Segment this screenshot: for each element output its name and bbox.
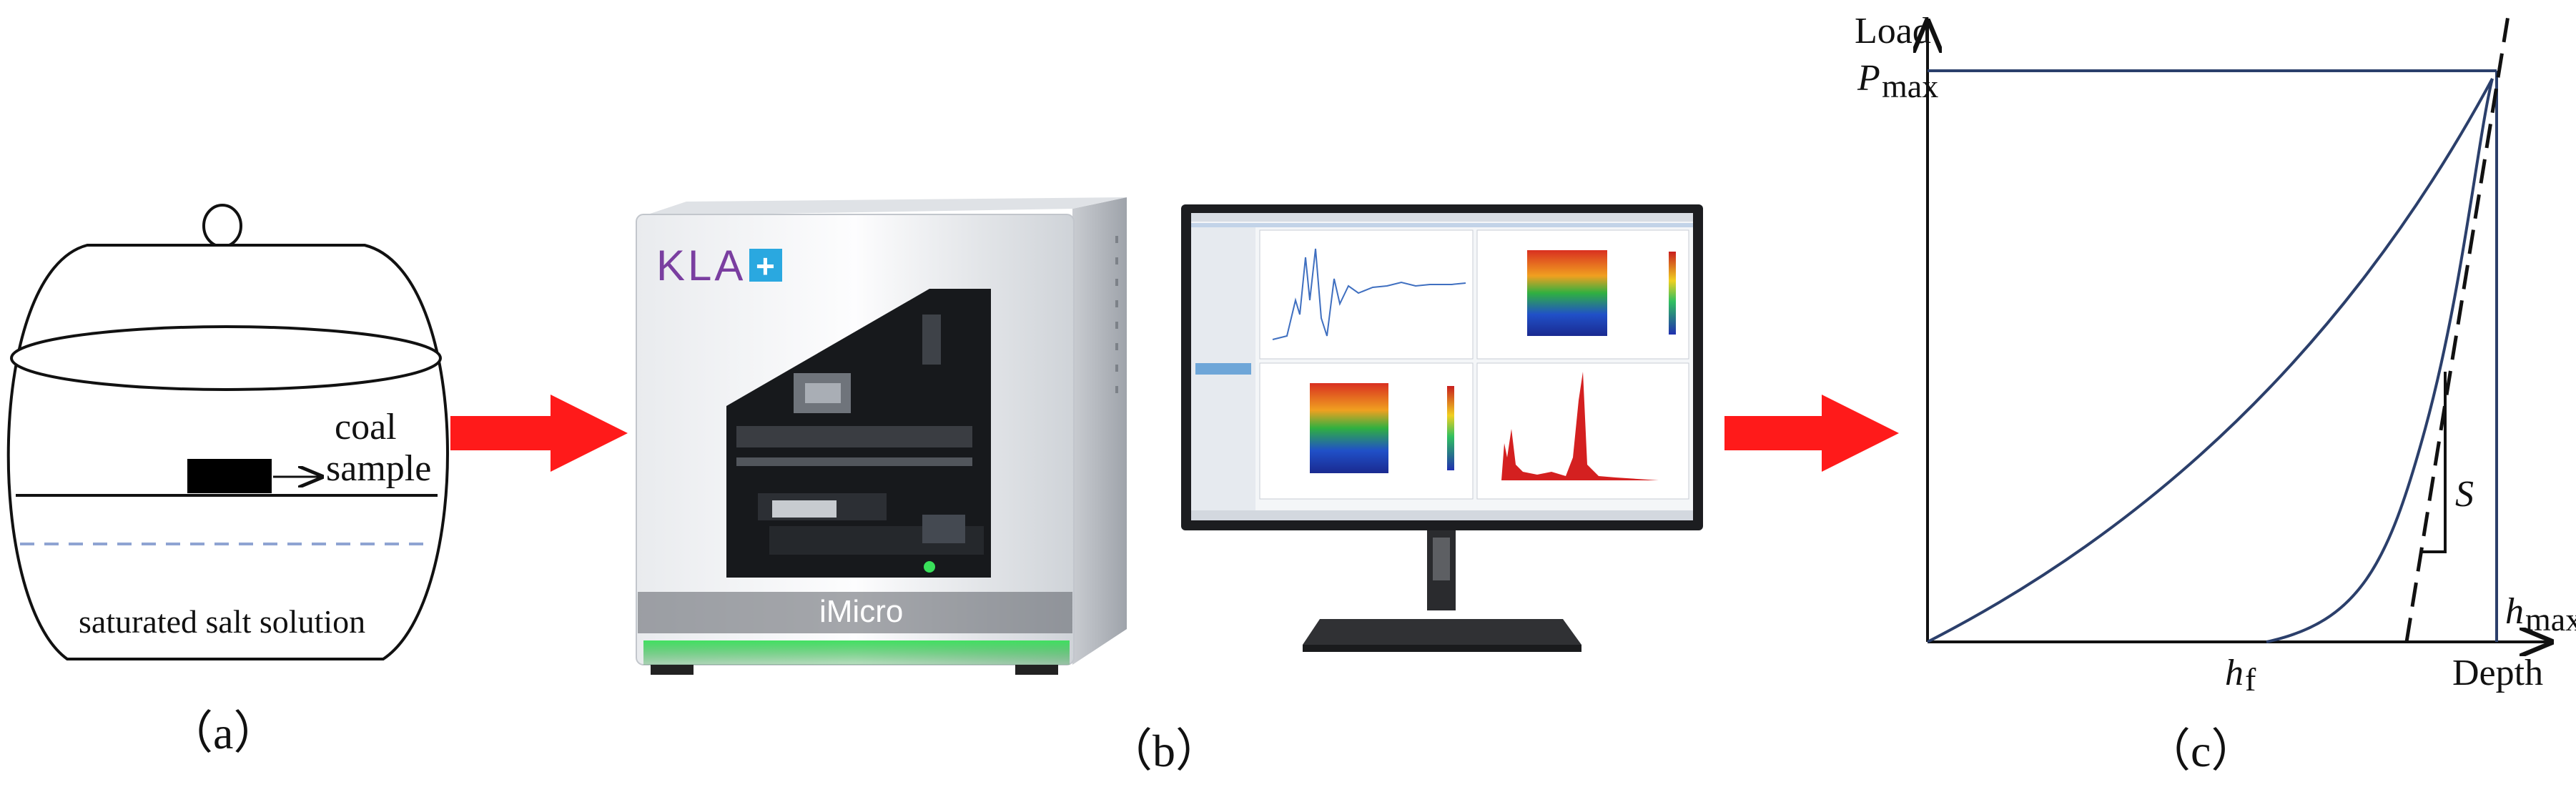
stiffness-label: S (2455, 474, 2474, 515)
svg-text:+: + (756, 247, 775, 284)
h-f-label: h (2225, 653, 2244, 693)
brand-logo-text: KLA (656, 242, 746, 289)
instrument-base-glow (643, 640, 1070, 665)
y-axis-label: Load (1855, 11, 1931, 51)
p-max-label: P (1857, 58, 1880, 99)
panel-a: coal sample saturated salt solution （a） (6, 204, 449, 758)
svg-text:f: f (2245, 661, 2256, 698)
loading-curve (1927, 78, 2494, 643)
svg-text:max: max (2525, 601, 2576, 638)
flow-arrow-1 (450, 395, 628, 472)
stiffness-triangle (2422, 372, 2447, 553)
caption-c: （c） (2145, 726, 2256, 776)
panel-b: KLA + iMicro iMicro (636, 197, 1703, 776)
h-max-label: h (2505, 591, 2524, 632)
brand-logo-mark (749, 249, 782, 282)
nanoindenter-instrument: KLA + iMicro iMicro (636, 197, 1127, 675)
desiccator-lid-rim (10, 325, 442, 391)
computer-monitor (1181, 204, 1703, 652)
caption-a: （a） (167, 708, 279, 758)
coal-label: coal (335, 407, 397, 447)
desiccator-knob (202, 204, 242, 248)
solution-label: saturated salt solution (79, 603, 365, 640)
caption-b: （b） (1107, 726, 1221, 776)
svg-text:max: max (1882, 68, 1938, 104)
unloading-curve (2266, 78, 2494, 643)
flow-arrow-2 (1724, 395, 1899, 472)
panel-c: Load P max S h max h f Depth （c） (1855, 11, 2576, 776)
svg-text:iMicro: iMicro (819, 594, 903, 629)
sample-label: sample (326, 448, 431, 489)
coal-sample (187, 459, 272, 493)
stiffness-tangent (2404, 15, 2510, 643)
x-axis-label: Depth (2452, 653, 2543, 693)
